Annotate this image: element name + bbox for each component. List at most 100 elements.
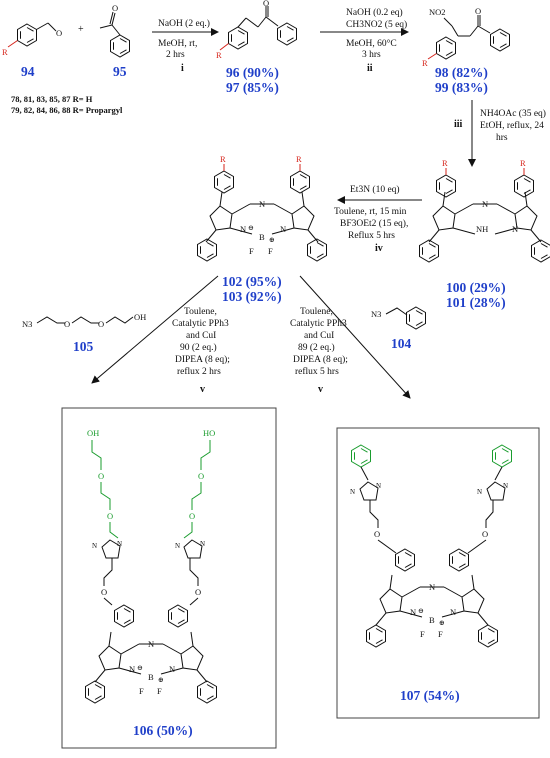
atom-o: O [198,471,204,481]
atom-n: N [280,224,286,234]
atom-no2: NO2 [429,7,446,17]
atom-b: B [148,672,154,682]
series-line-1: 78, 81, 83, 85, 87 R= H [11,94,93,104]
cond-v-left-2: Catalytic PPh3 [172,319,229,329]
charge-minus: ⊖ [137,664,143,672]
cond-i-2: MeOH, rt, [158,39,197,49]
atom-b: B [429,615,435,625]
step-iv: iv [375,243,383,254]
plus-sign: + [78,24,84,35]
atom-n: N [117,540,122,548]
label-97: 97 (85%) [226,80,279,95]
atom-o: O [189,511,195,521]
r-group-label: R [220,154,226,164]
step-i: i [181,63,184,74]
atom-b: B [259,232,265,242]
charge-plus: ⊕ [158,676,164,684]
r-group-label: R [216,50,222,60]
atom-o: O [107,511,113,521]
atom-o: O [101,587,107,597]
label-105: 105 [73,339,94,354]
label-106: 106 (50%) [133,723,193,738]
cond-ii-1: NaOH (0.2 eq) [346,7,403,18]
atom-oh: OH [87,428,99,438]
label-98: 98 (82%) [435,65,488,80]
atom-f: F [420,629,425,639]
product-106-box [61,407,277,749]
label-107: 107 (54%) [400,688,460,703]
atom-f: F [157,686,162,696]
cond-ii-4: 3 hrs [362,50,381,60]
label-104: 104 [391,336,412,351]
atom-o: O [263,0,269,8]
cond-v-right-3: and CuI [304,331,334,341]
arrow-step-v-left [91,275,219,384]
compound-107-structure: N N N N O O N N N B ⊖ ⊕ F F [350,444,512,648]
compound-104-structure: N3 [371,306,426,330]
cond-iv-3: BF3OEt2 (15 eq), [340,218,408,229]
step-ii: ii [367,63,373,74]
atom-n: N [477,488,482,496]
atom-n: N [200,540,205,548]
atom-n: N [92,542,97,550]
atom-n: N [450,607,456,617]
charge-plus: ⊕ [269,236,275,244]
atom-o: O [112,3,118,13]
cond-v-left-4: 90 (2 eq.) [180,342,217,353]
charge-plus: ⊕ [439,619,445,627]
cond-iii-1: NH4OAc (35 eq) [480,108,546,119]
atom-n: N [429,582,435,592]
cond-ii-3: MeOH, 60°C [346,38,397,49]
cond-iv-2: Toulene, rt, 15 min [334,207,407,217]
label-96: 96 (90%) [226,65,279,80]
product-107-box [336,427,540,719]
atom-o: O [374,529,380,539]
atom-n: N [259,199,265,209]
cond-iii-2: EtOH, reflux, 24 [480,120,544,131]
atom-n: N [512,224,518,234]
compound-100-101-structure: R R N NH N [419,158,550,263]
label-100: 100 (29%) [446,280,506,295]
label-101: 101 (28%) [446,295,506,310]
atom-ho: HO [203,428,215,438]
label-102: 102 (95%) [222,274,282,289]
compound-102-103-structure: R R N N N B ⊖ ⊕ F F [197,154,327,262]
compound-95-structure: O [99,3,130,58]
atom-n: N [129,664,135,674]
step-iii: iii [454,119,463,130]
cond-v-left-1: Toulene, [184,307,217,317]
compound-105-structure: N3 O O OH [22,312,146,329]
cond-i-1: NaOH (2 eq.) [158,18,210,29]
atom-o: O [475,6,481,16]
label-94: 94 [21,64,35,79]
charge-minus: ⊖ [418,607,424,615]
cond-v-right-5: DIPEA (8 eq); [293,354,348,365]
atom-n: N [169,664,175,674]
atom-f: F [438,629,443,639]
atom-o: O [98,471,104,481]
cond-v-right-1: Toulene, [300,307,333,317]
atom-n3: N3 [22,319,32,329]
r-group-label: R [422,58,428,68]
cond-iv-4: Reflux 5 hrs [348,230,395,241]
arrow-step-v-right [299,275,411,399]
cond-v-left-6: reflux 2 hrs [177,366,221,377]
cond-iv-1: Et3N (10 eq) [350,184,400,195]
r-group-label: R [296,154,302,164]
r-group-label: R [442,158,448,168]
atom-n3: N3 [371,309,381,319]
charge-minus: ⊖ [248,224,254,232]
r-group-label: R [520,158,526,168]
atom-n: N [148,639,154,649]
atom-n: N [482,199,488,209]
r-group-label: R [2,47,8,57]
cond-v-left-3: and CuI [186,331,216,341]
series-line-2: 79, 82, 84, 86, 88 R= Propargyl [11,105,123,115]
step-v-left: v [200,384,205,395]
atom-n: N [175,542,180,550]
cond-v-right-4: 89 (2 eq.) [298,342,335,353]
atom-o: O [482,529,488,539]
atom-n: N [350,488,355,496]
label-99: 99 (83%) [435,80,488,95]
